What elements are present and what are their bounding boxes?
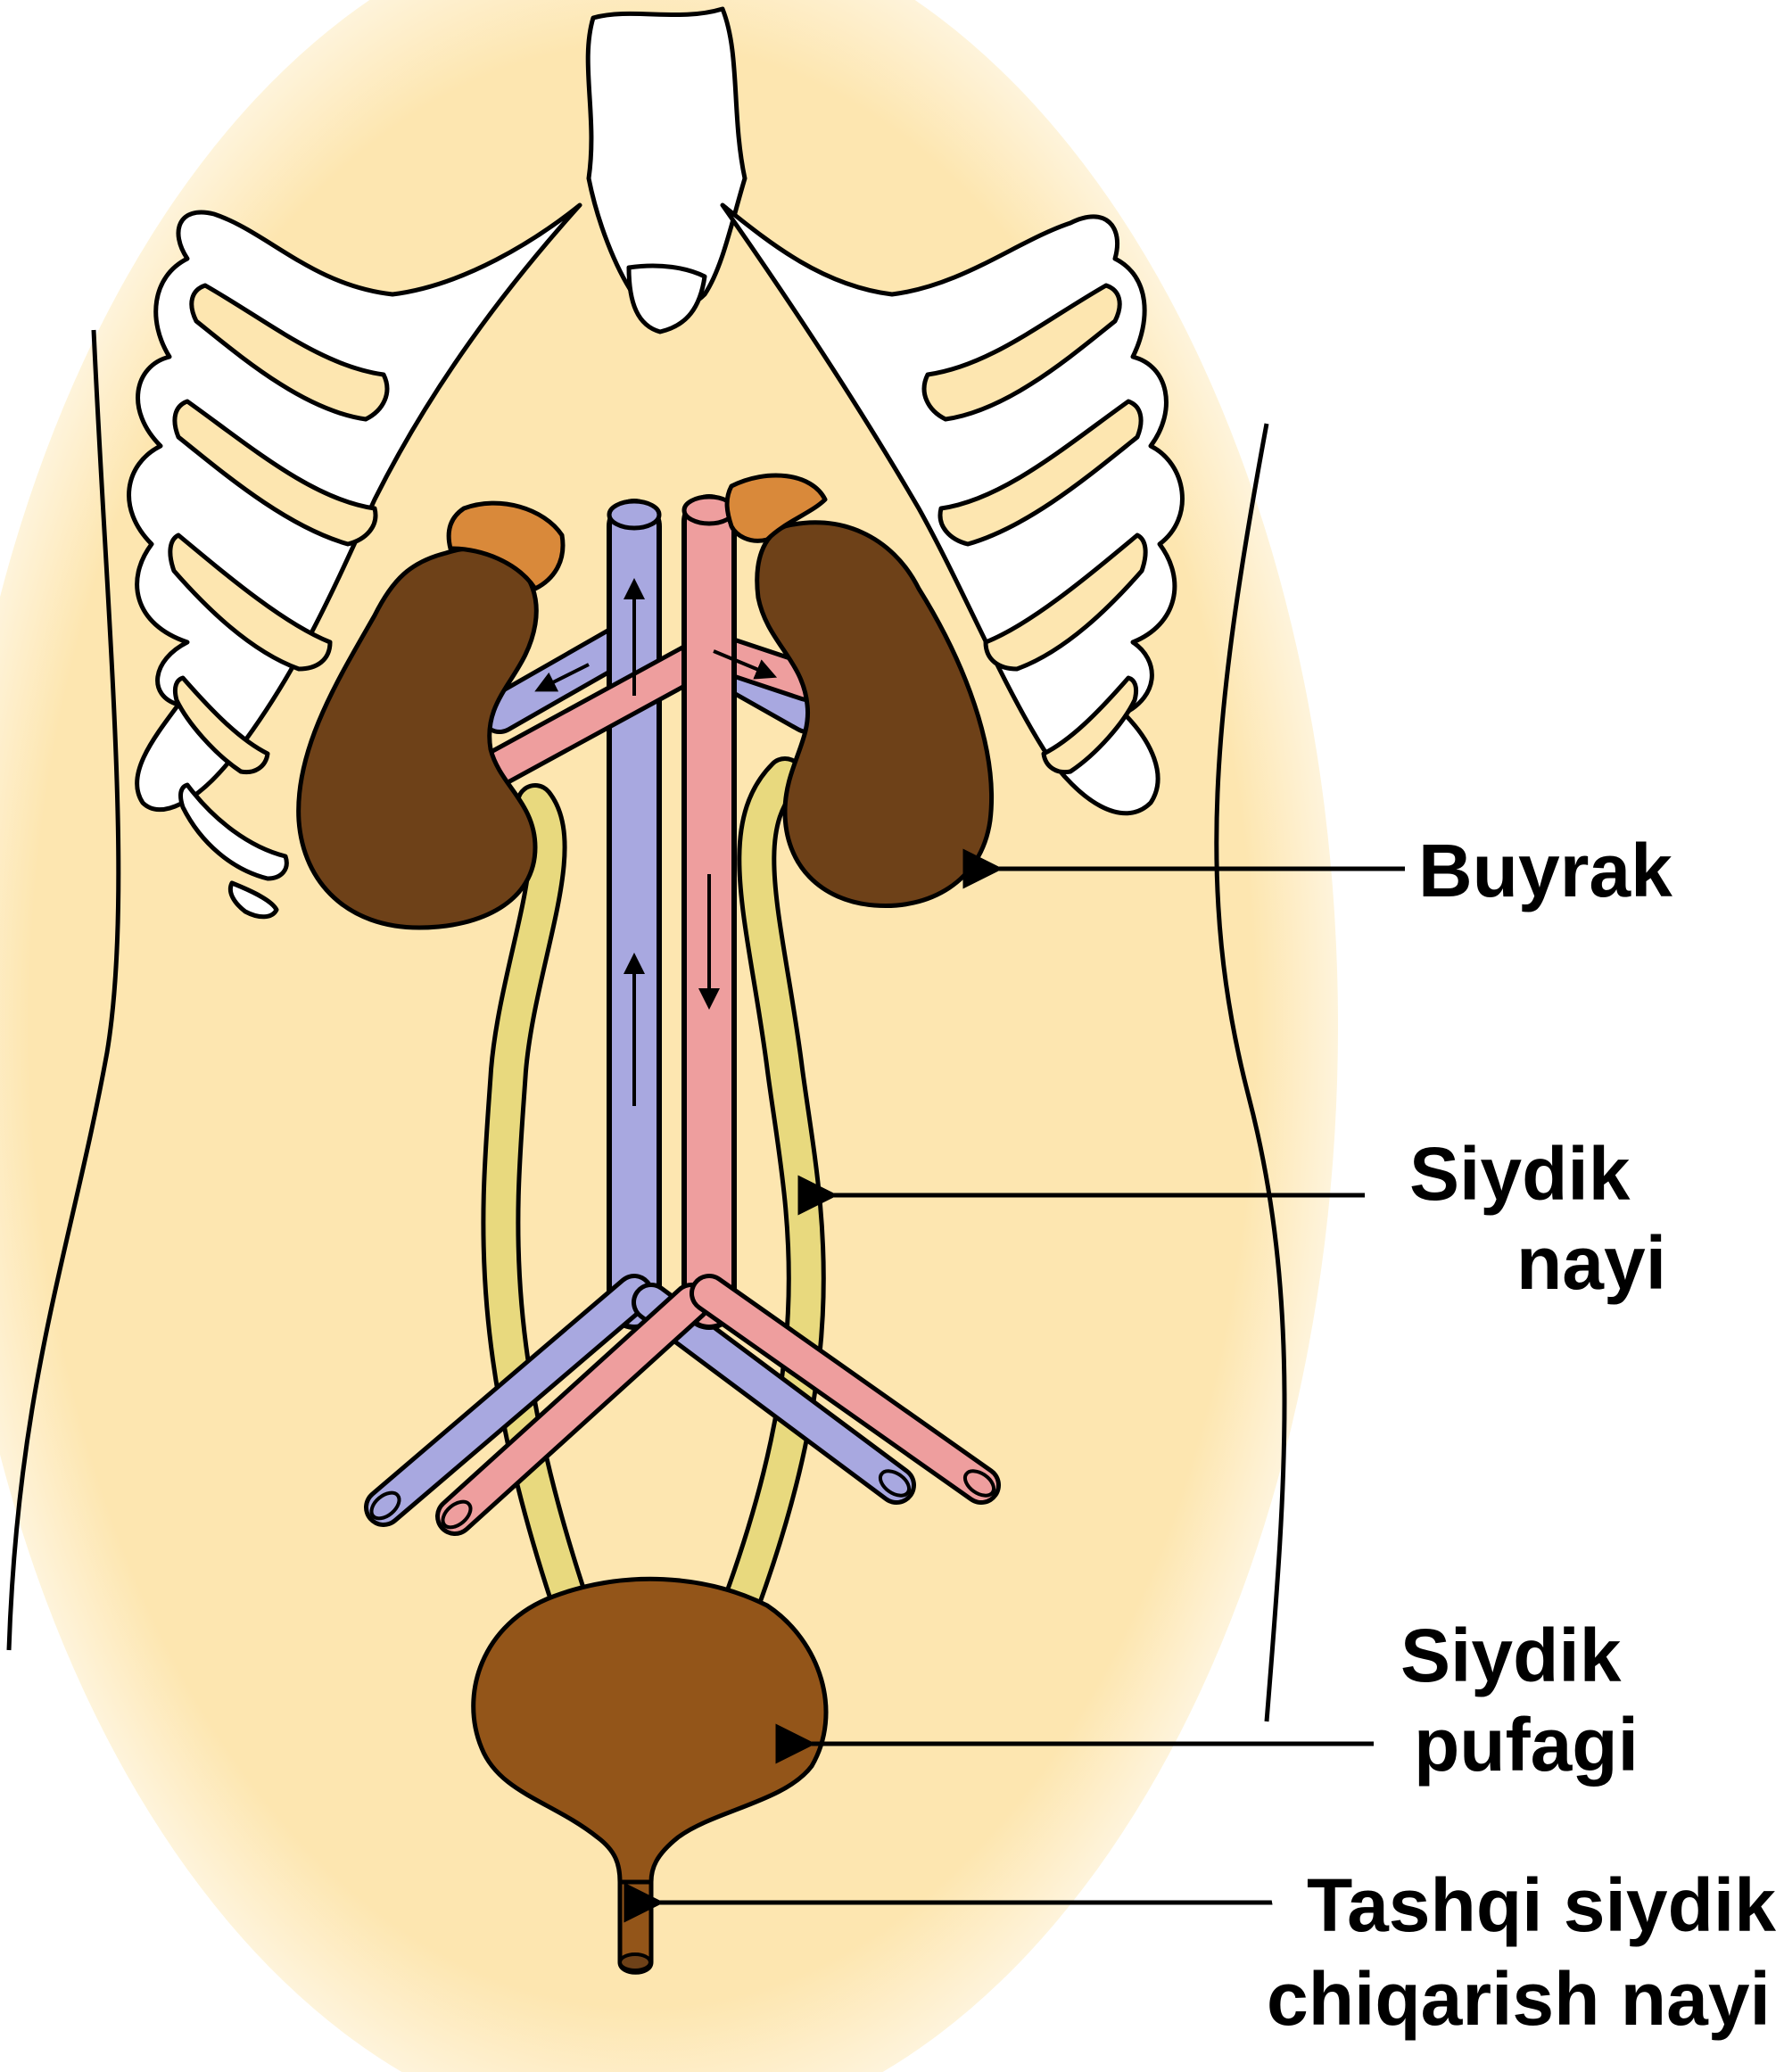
bladder-label-line2: pufagi	[1414, 1703, 1639, 1787]
left-iliac-artery-fill	[440, 1287, 706, 1531]
sternum	[585, 6, 747, 312]
flow-arrows	[534, 578, 778, 1106]
left-iliac-vein-fill	[368, 1278, 649, 1523]
urethra-label-line1: Tashqi siydik	[1307, 1863, 1776, 1947]
left-iliac-artery-end	[441, 1499, 473, 1530]
xiphoid-process	[626, 263, 707, 334]
right-iliac-vein-end	[878, 1469, 912, 1498]
body-left-side	[6, 329, 121, 1651]
urethra-label-highlight	[1271, 1837, 1351, 1944]
urethra-opening	[618, 1952, 652, 1972]
label-pointers	[624, 848, 1405, 1923]
right-rib-gap-1	[921, 283, 1122, 422]
right-rib-gap-3	[983, 532, 1148, 672]
right-rib-gap-4	[1041, 675, 1139, 775]
ureter-label-line2: nayi	[1516, 1221, 1666, 1305]
left-rib-gap-3	[168, 532, 333, 672]
vena-cava-top	[607, 499, 662, 531]
left-kidney	[296, 546, 539, 930]
left-floating-rib	[178, 782, 289, 881]
left-rib-gap-1	[189, 283, 390, 422]
left-rib-gap-2	[172, 399, 378, 547]
kidney-label: Buyrak	[1418, 829, 1672, 912]
right-iliac-artery-fill	[694, 1278, 996, 1500]
bladder	[471, 1576, 829, 1885]
urethra-label-line2: chiqarish nayi	[1267, 1957, 1771, 2041]
body-right-side	[1214, 423, 1287, 1722]
left-adrenal-gland	[446, 500, 566, 591]
left-renal-artery-fill	[484, 645, 711, 782]
left-rib-gap-4	[172, 675, 270, 775]
renal-artery-right-arrow	[713, 649, 778, 680]
right-iliac-vein-fill	[636, 1287, 912, 1500]
left-floating-rib-tip	[227, 880, 279, 920]
ribcage	[127, 6, 1185, 920]
labels: Buyrak Siydik nayi Siydik pufagi Tashqi …	[1267, 829, 1776, 2041]
right-iliac-artery-end	[962, 1469, 996, 1498]
right-adrenal-gland	[724, 473, 828, 543]
ureter-label-line1: Siydik	[1409, 1132, 1631, 1216]
renal-vein-left-arrow	[534, 663, 590, 692]
body-outline	[6, 329, 1287, 1722]
right-rib-gap-2	[937, 399, 1144, 547]
right-kidney	[755, 520, 995, 909]
bladder-label-line1: Siydik	[1400, 1614, 1622, 1697]
left-iliac-vein-end	[369, 1490, 401, 1521]
kidneys	[296, 473, 995, 930]
